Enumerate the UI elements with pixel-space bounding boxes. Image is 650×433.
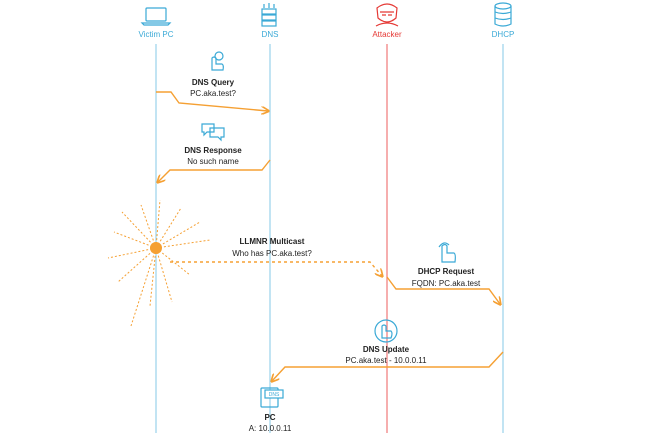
header-dns: DNS — [262, 30, 279, 39]
header-dhcp: DHCP — [492, 30, 515, 39]
dns-query-arrow — [156, 91, 268, 111]
dhcp-request-title: DHCP Request — [418, 267, 475, 276]
multicast-burst — [107, 199, 211, 327]
dns-record-icon-text: DNS — [269, 392, 280, 398]
dns-update-arrow — [272, 351, 504, 381]
dns-update-title: DNS Update — [363, 345, 410, 354]
database-icon — [494, 2, 512, 27]
dns-record-icon — [260, 387, 284, 408]
llmnr-title: LLMNR Multicast — [240, 237, 305, 246]
dns-query-detail: PC.aka.test? — [190, 89, 236, 98]
llmnr-arrow — [170, 261, 382, 276]
multicast-origin-dot — [150, 242, 162, 254]
llmnr-detail: Who has PC.aka.test? — [232, 249, 312, 258]
laptop-icon — [140, 7, 172, 26]
dhcp-request-arrow — [386, 276, 500, 304]
server-stack-icon — [261, 3, 277, 27]
dns-response-arrow — [158, 159, 271, 182]
header-attacker: Attacker — [372, 30, 402, 39]
chat-bubbles-icon — [201, 123, 225, 142]
dns-update-detail: PC.aka.test - 10.0.0.11 — [345, 356, 427, 365]
tap-hand-icon — [438, 242, 456, 263]
record-title: PC — [264, 413, 275, 422]
record-detail: A: 10.0.0.11 — [249, 424, 292, 433]
tap-hand-icon — [211, 51, 224, 71]
hacker-icon — [375, 3, 399, 27]
refresh-hand-icon — [374, 319, 398, 343]
dns-response-title: DNS Response — [184, 146, 242, 155]
dns-response-detail: No such name — [187, 157, 239, 166]
header-victim-pc: Victim PC — [139, 30, 174, 39]
dhcp-request-detail: FQDN: PC.aka.test — [412, 279, 481, 288]
dns-query-title: DNS Query — [192, 78, 235, 87]
